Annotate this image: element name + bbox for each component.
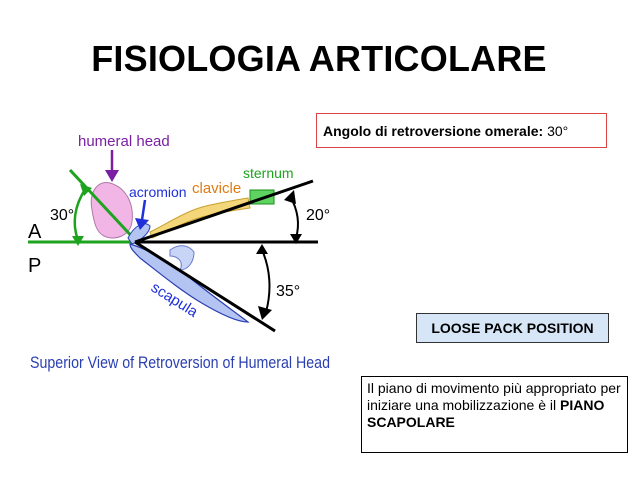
humeral-axis-line — [68, 168, 139, 244]
coracoid-shape — [169, 245, 195, 271]
arc-20-arrow-top — [284, 190, 296, 204]
label-sternum: sternum — [243, 165, 294, 181]
acromion-pointer — [140, 199, 147, 221]
label-clavicle: clavicle — [192, 180, 241, 197]
label-angle-30: 30° — [50, 207, 74, 224]
clavicle-shape — [149, 197, 251, 239]
arc-35-arrow-bottom — [258, 306, 272, 320]
page-title: FISIOLOGIA ARTICOLARE — [91, 38, 547, 79]
retroversion-angle-box: Angolo di retroversione omerale: 30° — [316, 113, 607, 148]
label-humeral-head: humeral head — [78, 133, 170, 150]
retroversion-angle-label: Angolo di retroversione omerale: — [323, 123, 544, 139]
label-a: A — [28, 221, 42, 243]
arc-35 — [261, 249, 271, 313]
arc-30-arrow-top — [80, 184, 92, 196]
arc-35-arrow-top — [256, 244, 268, 254]
acromion-pointer-tip — [135, 218, 149, 230]
humeral-head-pointer-tip — [105, 170, 119, 182]
arc-30 — [73, 187, 88, 241]
scapula-axis-line — [134, 240, 276, 333]
piano-note-emphasis: PIANO SCAPOLARE — [367, 397, 605, 430]
piano-note-text: Il piano di movimento più appropriato pe… — [367, 380, 621, 413]
clavicle-axis-line — [134, 179, 314, 244]
retroversion-angle-value: 30° — [547, 123, 569, 139]
arc-30-arrow-bottom — [72, 236, 84, 246]
label-angle-20: 20° — [306, 207, 330, 224]
label-angle-35: 35° — [276, 283, 300, 300]
diagram-caption: Superior View of Retroversion of Humeral… — [30, 353, 330, 372]
label-acromion: acromion — [129, 184, 187, 200]
arc-20-arrow-bottom — [290, 234, 302, 244]
piano-note-box: Il piano di movimento più appropriato pe… — [361, 376, 628, 453]
label-p: P — [28, 255, 41, 277]
loose-pack-box: LOOSE PACK POSITION — [416, 313, 609, 343]
